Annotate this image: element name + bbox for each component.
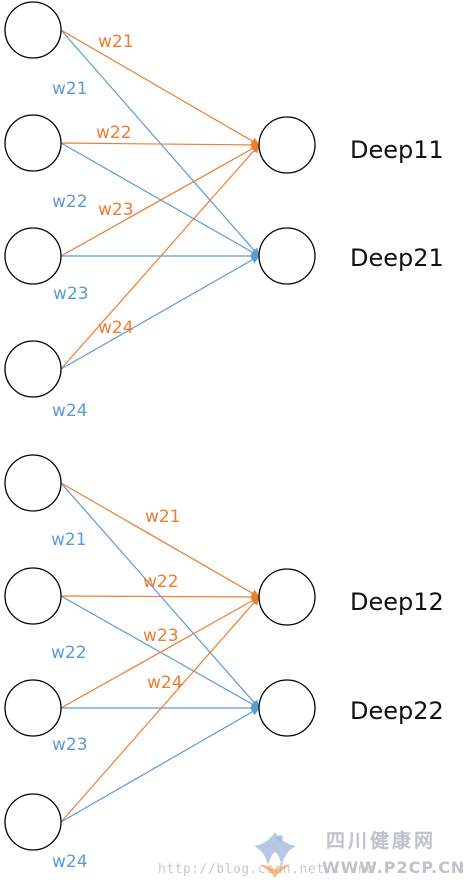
connection-line bbox=[60, 142, 260, 257]
output-label: Deep22 bbox=[350, 697, 444, 725]
weight-label-blue: w24 bbox=[52, 852, 88, 872]
connection-line bbox=[60, 596, 260, 709]
output-label: Deep11 bbox=[350, 136, 444, 164]
output-label: Deep21 bbox=[350, 244, 444, 272]
input-neuron bbox=[4, 1, 62, 59]
weight-label-blue: w23 bbox=[53, 284, 89, 304]
input-neuron bbox=[4, 454, 62, 512]
weight-label-orange: w22 bbox=[143, 572, 179, 592]
input-neuron bbox=[4, 679, 62, 737]
output-neuron bbox=[258, 568, 316, 626]
connection-line bbox=[60, 29, 260, 146]
connection-line bbox=[60, 596, 260, 823]
phoenix-logo-icon bbox=[254, 832, 296, 878]
watermark-url: http://blog.csdn.net/...no bbox=[158, 862, 375, 877]
input-neuron bbox=[4, 567, 62, 625]
connection-line bbox=[60, 482, 260, 709]
watermark-title: 四川健康网 bbox=[326, 830, 437, 852]
weight-label-orange: w21 bbox=[145, 507, 181, 527]
output-neuron bbox=[258, 679, 316, 737]
weight-label-blue: w23 bbox=[52, 735, 88, 755]
weight-label-orange: w21 bbox=[98, 32, 134, 52]
connection-line bbox=[60, 707, 260, 823]
connection-lines bbox=[60, 29, 260, 823]
weight-label-orange: w24 bbox=[98, 318, 134, 338]
output-label: Deep12 bbox=[350, 588, 444, 616]
weight-labels: w21 w22 w23 w24 w21 w22 w23 w24 w21 w22 … bbox=[51, 32, 444, 872]
output-neuron bbox=[258, 116, 316, 174]
weight-label-orange: w24 bbox=[147, 673, 183, 693]
neuron-nodes bbox=[4, 1, 316, 851]
weight-label-orange: w23 bbox=[98, 200, 134, 220]
connection-line bbox=[60, 29, 260, 257]
watermark-site: WWW.P2CP.CN bbox=[322, 858, 466, 877]
weight-label-blue: w24 bbox=[52, 401, 88, 421]
input-neuron bbox=[4, 340, 62, 398]
connection-line bbox=[60, 255, 260, 370]
input-neuron bbox=[4, 114, 62, 172]
connection-line bbox=[60, 144, 260, 257]
weight-label-blue: w22 bbox=[52, 192, 88, 212]
connection-line bbox=[60, 592, 260, 602]
connection-line bbox=[60, 140, 260, 150]
weight-label-blue: w21 bbox=[51, 530, 87, 550]
connection-line bbox=[60, 482, 260, 598]
weight-label-blue: w21 bbox=[52, 79, 88, 99]
weight-label-blue: w22 bbox=[51, 643, 87, 663]
weight-label-orange: w22 bbox=[96, 123, 132, 143]
input-neuron bbox=[4, 227, 62, 285]
input-neuron bbox=[4, 793, 62, 851]
connection-line bbox=[60, 144, 260, 370]
weight-label-orange: w23 bbox=[143, 626, 179, 646]
output-neuron bbox=[258, 227, 316, 285]
